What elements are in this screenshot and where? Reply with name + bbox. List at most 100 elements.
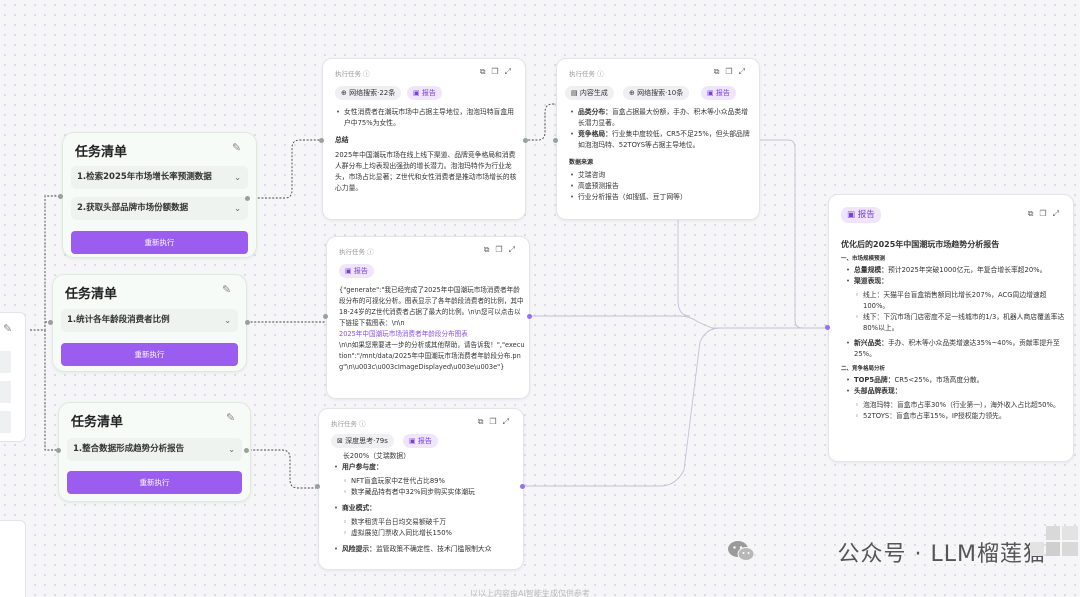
handle[interactable]	[244, 448, 249, 453]
rerun-button[interactable]: 重新执行	[71, 231, 248, 254]
task-list-card-1[interactable]: 任务清单 ✎ 1.检索2025年市场增长率预测数据 ⌄ 2.获取头部品牌市场份额…	[62, 132, 257, 258]
expand-icon[interactable]: ⤢	[1052, 209, 1065, 218]
edge-task3-exec4	[246, 449, 320, 489]
copy-icon[interactable]: ⧉	[713, 67, 726, 76]
report-line: TOP5品牌：CR5<25%，市场高度分散。	[845, 375, 1069, 386]
handle[interactable]	[527, 314, 532, 319]
handle[interactable]	[323, 314, 328, 319]
section-item: 数字藏品持有者中32%同步购买实体潮玩	[333, 487, 519, 498]
copy-icon[interactable]: ⧉	[483, 245, 496, 254]
edge-task1-exec1	[247, 139, 330, 199]
duplicate-icon[interactable]: ❐	[495, 245, 509, 254]
rerun-button[interactable]: 重新执行	[67, 471, 242, 494]
handle[interactable]	[245, 196, 250, 201]
chevron-down-icon[interactable]: ⌄	[224, 316, 231, 325]
left-node-fragment-bottom[interactable]	[0, 520, 26, 597]
report-section-title: 二、竞争格局分析	[841, 366, 886, 372]
edit-icon[interactable]: ✎	[3, 322, 13, 335]
duplicate-icon[interactable]: ❐	[1039, 209, 1053, 218]
report-chip[interactable]: ▣ 报告	[339, 264, 374, 278]
risk-line: 风险提示：监管政策不确定性、技术门槛限制大众	[333, 544, 519, 555]
handle[interactable]	[315, 484, 320, 489]
handle[interactable]	[58, 194, 63, 199]
chevron-down-icon[interactable]: ⌄	[234, 204, 241, 213]
chart-download-link[interactable]: 2025年中国潮玩市场消费者年龄段分布图表	[339, 330, 468, 338]
duplicate-icon[interactable]: ❐	[725, 67, 739, 76]
expand-icon[interactable]: ⤢	[504, 67, 517, 76]
card-actions: ⧉❐⤢	[484, 245, 521, 255]
task-item[interactable]: 2.获取头部品牌市场份额数据 ⌄	[71, 197, 248, 220]
content-line: 品类分布：盲盒占据最大份额，手办、积木等小众品类增长潜力显著。	[569, 107, 753, 129]
content-line: 女性消费者在潮玩市场中占据主导地位，泡泡玛特盲盒用户中75%为女性。	[335, 107, 519, 129]
web-search-chip[interactable]: ⊕ 网络搜索·10条	[623, 86, 690, 100]
handle[interactable]	[245, 320, 250, 325]
edit-icon[interactable]: ✎	[232, 141, 242, 154]
chevron-down-icon[interactable]: ⌄	[228, 445, 235, 454]
duplicate-icon[interactable]: ❐	[489, 417, 503, 426]
task-list-title: 任务清单	[75, 145, 128, 160]
exec-label: 执行任务 ⓘ	[335, 70, 370, 78]
section: 用户参与度：	[333, 462, 519, 473]
chevron-down-icon[interactable]: ⌄	[234, 173, 241, 182]
handle[interactable]	[48, 320, 53, 325]
copy-icon[interactable]: ⧉	[477, 417, 490, 426]
exec-task-card-4[interactable]: 执行任务 ⓘ ⧉❐⤢ ⊠ 深度思考·79s ▣ 报告 长200%（艾瑞数据） 用…	[318, 408, 524, 570]
wechat-icon	[728, 541, 755, 561]
deep-think-chip[interactable]: ⊠ 深度思考·79s	[331, 434, 394, 448]
expand-icon[interactable]: ⤢	[508, 245, 521, 254]
handle[interactable]	[523, 138, 528, 143]
report-line: 总量规模：预计2025年突破1000亿元，年复合增长率超20%。	[845, 265, 1069, 276]
handle[interactable]	[319, 138, 324, 143]
report-chip[interactable]: ▣ 报告	[403, 434, 438, 448]
web-search-chip[interactable]: ⊕ 网络搜索·22条	[335, 86, 402, 100]
exec-card-content: {"generate":"我已经完成了2025年中国潮玩市场消费者年龄段分布的可…	[339, 285, 525, 373]
expand-icon[interactable]: ⤢	[502, 417, 515, 426]
exec-task-card-2[interactable]: 执行任务 ⓘ ⧉❐⤢ ▤ 内容生成 ⊕ 网络搜索·10条 ▣ 报告 品类分布：盲…	[556, 58, 760, 220]
exec-label: 执行任务 ⓘ	[339, 248, 374, 256]
source-item: 艾瑞咨询	[569, 170, 753, 181]
edit-icon[interactable]: ✎	[222, 283, 232, 296]
task-list-card-2[interactable]: 任务清单 ✎ 1.统计各年龄段消费者比例 ⌄ 重新执行	[52, 274, 247, 372]
report-line: 渠道表现：	[845, 276, 1069, 287]
section-item: 虚拟展览门票收入同比增长150%	[333, 528, 519, 539]
copy-icon[interactable]: ⧉	[479, 67, 492, 76]
report-sub-line: 泡泡玛特：盲盒市占率30%（行业第一），海外收入占比超50%。	[845, 400, 1069, 411]
edit-icon[interactable]: ✎	[226, 411, 236, 424]
task-list-card-3[interactable]: 任务清单 ✎ 1.整合数据形成趋势分析报告 ⌄ 重新执行	[58, 402, 251, 502]
edge-exec3-report	[530, 315, 828, 329]
exec-task-card-1[interactable]: 执行任务 ⓘ ⧉❐⤢ ⊕ 网络搜索·22条 ▣ 报告 女性消费者在潮玩市场中占据…	[322, 58, 526, 220]
exec-card-content: 女性消费者在潮玩市场中占据主导地位，泡泡玛特盲盒用户中75%为女性。 总结 20…	[335, 107, 519, 194]
content-gen-chip[interactable]: ▤ 内容生成	[565, 86, 614, 100]
fragment-row	[0, 381, 11, 403]
report-chip[interactable]: ▣ 报告	[701, 86, 736, 100]
expand-icon[interactable]: ⤢	[738, 67, 751, 76]
handle[interactable]	[520, 484, 525, 489]
handle[interactable]	[825, 325, 830, 330]
exec-task-card-3[interactable]: 执行任务 ⓘ ⧉❐⤢ ▣ 报告 {"generate":"我已经完成了2025年…	[326, 236, 530, 399]
source-title: 数据来源	[569, 159, 594, 166]
edge-exec1-exec2	[521, 103, 562, 141]
task-item[interactable]: 1.整合数据形成趋势分析报告 ⌄	[67, 438, 242, 461]
report-content: 优化后的2025年中国潮玩市场趋势分析报告 一、市场规模预测 总量规模：预计20…	[841, 239, 1069, 422]
left-node-fragment[interactable]: ✎	[0, 312, 26, 442]
report-card[interactable]: ▣ 报告 ⧉❐⤢ 优化后的2025年中国潮玩市场趋势分析报告 一、市场规模预测 …	[828, 194, 1074, 462]
handle[interactable]	[553, 138, 558, 143]
report-chip[interactable]: ▣ 报告	[407, 86, 442, 100]
handle[interactable]	[56, 448, 61, 453]
task-item[interactable]: 1.检索2025年市场增长率预测数据 ⌄	[71, 166, 248, 189]
duplicate-icon[interactable]: ❐	[491, 67, 505, 76]
report-chip[interactable]: ▣ 报告	[841, 207, 881, 223]
task-list-title: 任务清单	[71, 415, 124, 430]
copy-icon[interactable]: ⧉	[1027, 209, 1040, 218]
task-item[interactable]: 1.统计各年龄段消费者比例 ⌄	[61, 309, 238, 332]
fragment-row	[0, 351, 11, 373]
card-actions: ⧉❐⤢	[714, 67, 751, 77]
generate-text: {"generate":"我已经完成了2025年中国潮玩市场消费者年龄段分布的可…	[339, 286, 524, 327]
watermark-text: 公众号 · LLM榴莲猫	[837, 542, 1046, 567]
task-item-label: 1.统计各年龄段消费者比例	[67, 315, 170, 325]
edge-exec2-report	[760, 139, 828, 329]
rerun-button[interactable]: 重新执行	[61, 343, 238, 366]
card-actions: ⧉❐⤢	[480, 67, 517, 77]
fragment-row	[0, 411, 11, 433]
